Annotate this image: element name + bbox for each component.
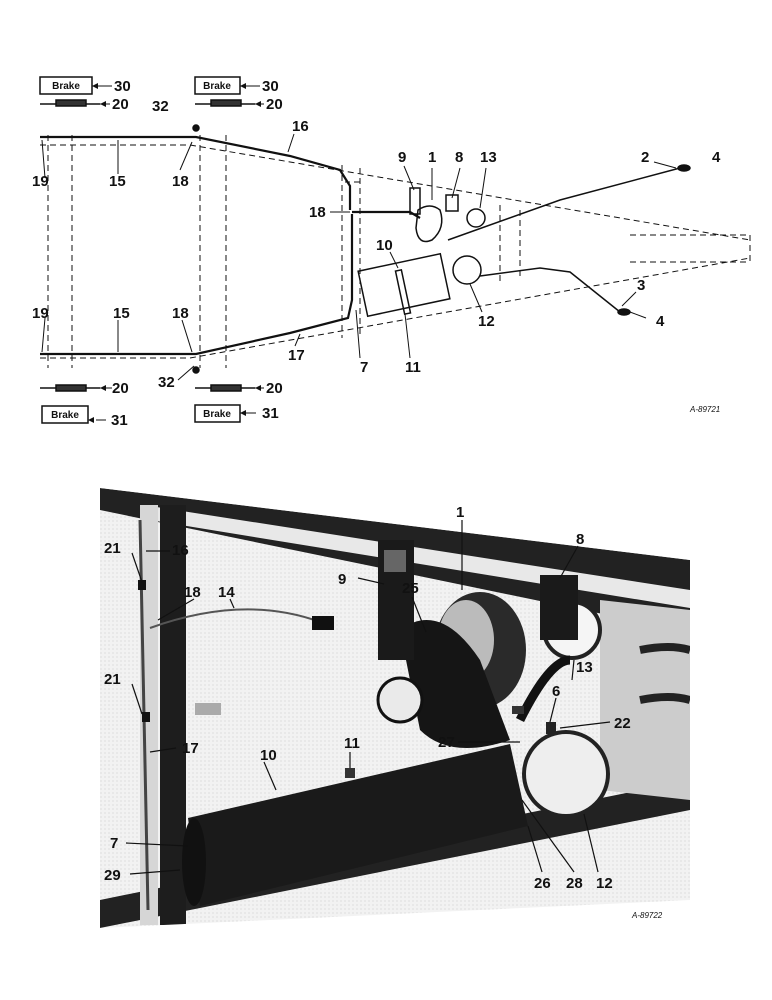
- brake-box-bottom-right: Brake: [194, 404, 241, 423]
- callout: 18: [309, 204, 326, 221]
- callout: 8: [576, 531, 584, 548]
- callout: 27: [438, 734, 455, 751]
- callout: 9: [338, 571, 346, 588]
- callout: 10: [260, 747, 277, 764]
- callout: 1: [428, 149, 436, 166]
- callout: 13: [480, 149, 497, 166]
- air-line-14: [149, 608, 321, 629]
- callout: 22: [614, 715, 631, 732]
- callout: 14: [218, 584, 235, 601]
- brake-box-top-left: Brake: [39, 76, 93, 95]
- callout: 1: [456, 504, 464, 521]
- callout: 4: [712, 149, 721, 166]
- callout: 19: [32, 173, 49, 190]
- callout: 32: [158, 374, 175, 391]
- callout: 17: [182, 740, 199, 757]
- callout: 6: [552, 683, 560, 700]
- callout: 3: [637, 277, 645, 294]
- photo-area: [100, 488, 690, 928]
- callout: 16: [292, 118, 309, 135]
- callout: 9: [398, 149, 406, 166]
- relay-valve-1: [415, 205, 443, 243]
- fitting-4a: [677, 164, 691, 172]
- brake-box-top-right: Brake: [194, 76, 241, 95]
- callout: 20: [266, 380, 283, 397]
- svg-text:Brake: Brake: [203, 81, 231, 92]
- callout: 10: [376, 237, 393, 254]
- strap-11: [394, 268, 412, 316]
- air-tank-10: [188, 744, 528, 906]
- svg-text:Brake: Brake: [52, 81, 80, 92]
- callout: 29: [104, 867, 121, 884]
- callout: 18: [172, 173, 189, 190]
- callout: 31: [111, 412, 128, 429]
- control-line-2: [447, 167, 681, 241]
- callout: 18: [184, 584, 201, 601]
- callout: 12: [478, 313, 495, 330]
- svg-text:Brake: Brake: [51, 410, 79, 421]
- callout: 4: [656, 313, 665, 330]
- control-line-3: [479, 267, 621, 313]
- callout: 2: [641, 149, 649, 166]
- valve-bracket-8: [445, 194, 459, 212]
- callout: 21: [104, 671, 121, 688]
- callout: 13: [576, 659, 593, 676]
- callout: 11: [405, 359, 421, 376]
- callout: 31: [262, 405, 279, 422]
- air-brake-schematic: Brake Brake Brake Brake 30 30 20 20 32 1…: [32, 76, 751, 429]
- reservoir-12: [522, 730, 610, 818]
- callout: 30: [262, 78, 279, 95]
- callout: 18: [172, 305, 189, 322]
- callout: 15: [109, 173, 126, 190]
- callout: 20: [112, 96, 129, 113]
- air-line-17: [40, 214, 354, 356]
- callout: 21: [104, 540, 121, 557]
- figure-id-top: A-89721: [689, 405, 720, 414]
- callout: 19: [32, 305, 49, 322]
- valve-bracket-9: [409, 187, 421, 215]
- callout: 15: [113, 305, 130, 322]
- callout: 28: [566, 875, 583, 892]
- callout: 16: [172, 542, 189, 559]
- callout: 20: [266, 96, 283, 113]
- air-line-16: [40, 135, 352, 210]
- callout: 32: [152, 98, 169, 115]
- callout: 25: [402, 580, 419, 597]
- callout: 7: [110, 835, 118, 852]
- callout: 20: [112, 380, 129, 397]
- callout: 17: [288, 347, 305, 364]
- callout: 26: [534, 875, 551, 892]
- figure-id-bottom: A-89722: [631, 911, 663, 920]
- callout: 11: [344, 735, 360, 752]
- callout: 12: [596, 875, 613, 892]
- reservoir-13: [466, 208, 486, 228]
- svg-text:Brake: Brake: [203, 409, 231, 420]
- top-callouts: 30 30 20 20 32 16 9 1 8 13 2 4 19 15 18 …: [32, 78, 721, 429]
- wheel-brake-assemblies: [40, 99, 255, 392]
- valve-components: [192, 124, 691, 374]
- bracket-8: [540, 575, 578, 640]
- arrowheads: [88, 83, 261, 423]
- photo-leader-lines: [125, 520, 611, 875]
- brake-box-bottom-left: Brake: [41, 405, 89, 424]
- reservoir-12: [452, 255, 482, 285]
- callout: 30: [114, 78, 131, 95]
- callout: 8: [455, 149, 463, 166]
- callout: 7: [360, 359, 368, 376]
- photo-callouts: 1 8 21 16 9 18 14 25 21 13 6 22 27 11 10…: [104, 504, 663, 920]
